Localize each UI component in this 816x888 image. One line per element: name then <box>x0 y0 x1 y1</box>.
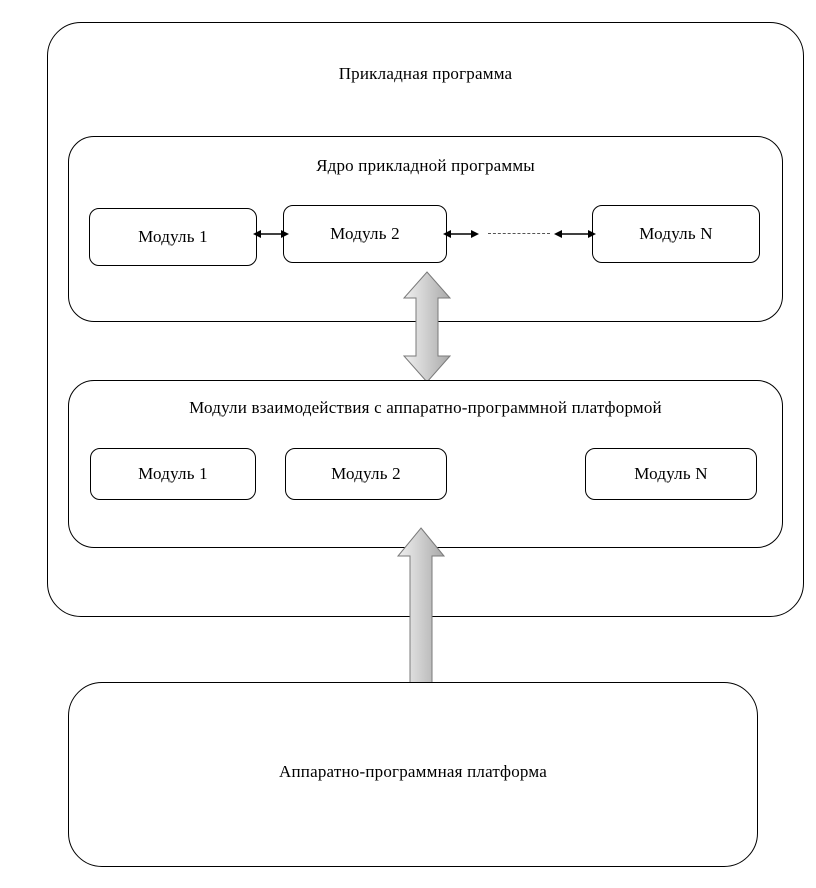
core-module-n-label: Модуль N <box>639 223 713 243</box>
core-module-2-label: Модуль 2 <box>330 223 400 243</box>
application-outer-title: Прикладная программа <box>338 64 513 83</box>
platform-module-n: Модуль N <box>585 448 762 505</box>
hardware-software-platform-title: Аппаратно-программная платформа <box>279 762 547 781</box>
application-core-title: Ядро прикладной программы <box>316 156 535 175</box>
core-module-2: Модуль 2 <box>283 205 452 268</box>
vertical-double-arrow-icon-top <box>402 271 452 383</box>
horizontal-double-arrow-icon-2 <box>443 227 479 241</box>
platform-module-1: Модуль 1 <box>90 448 261 505</box>
hardware-software-platform-box: Аппаратно-программная платформа <box>68 682 763 872</box>
platform-module-2-label: Модуль 2 <box>331 463 401 483</box>
horizontal-double-arrow-icon-3 <box>554 227 596 241</box>
platform-module-2: Модуль 2 <box>285 448 452 505</box>
ellipsis-dashed-line <box>488 233 550 235</box>
horizontal-double-arrow-icon-1 <box>253 227 289 241</box>
core-module-1: Модуль 1 <box>89 208 262 271</box>
core-module-n: Модуль N <box>592 205 765 268</box>
core-module-1-label: Модуль 1 <box>138 226 208 246</box>
platform-interaction-modules-title: Модули взаимодействия с аппаратно-програ… <box>189 398 662 417</box>
platform-module-n-label: Модуль N <box>634 463 708 483</box>
platform-module-1-label: Модуль 1 <box>138 463 208 483</box>
